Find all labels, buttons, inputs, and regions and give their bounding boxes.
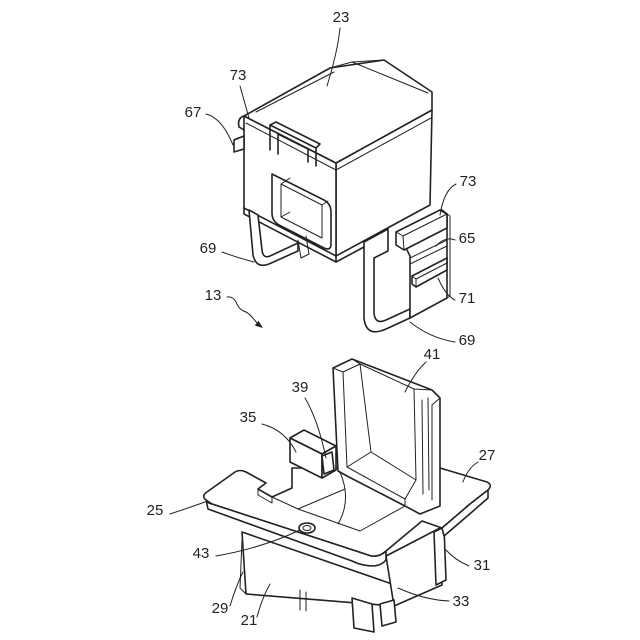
assembly-arrow [227, 297, 263, 328]
leader-line [206, 114, 233, 145]
reference-numeral-69-left: 69 [200, 240, 217, 257]
arrow-shaft [227, 297, 257, 323]
reference-numeral-33: 33 [453, 593, 470, 610]
reference-numeral-67: 67 [185, 104, 202, 121]
reference-numeral-71: 71 [459, 290, 476, 307]
reference-numeral-69-right: 69 [459, 332, 476, 349]
reference-numeral-41: 41 [424, 346, 441, 363]
leader-line [222, 252, 254, 262]
upper-side-knob [234, 136, 244, 152]
upper-top-tab [239, 116, 244, 130]
leader-line [170, 502, 205, 514]
reference-numeral-27: 27 [479, 447, 496, 464]
lower-slot-lip [322, 452, 334, 474]
reference-numeral-73-right: 73 [460, 173, 477, 190]
reference-numeral-21: 21 [241, 612, 258, 629]
leader-line [240, 86, 249, 118]
reference-numeral-35: 35 [240, 409, 257, 426]
lower-leg-front [352, 598, 374, 632]
lower-leg-rear [380, 600, 396, 626]
reference-numeral-13: 13 [205, 287, 222, 304]
reference-numeral-31: 31 [474, 557, 491, 574]
reference-numeral-39: 39 [292, 379, 309, 396]
reference-numeral-43: 43 [193, 545, 210, 562]
reference-numeral-23: 23 [333, 9, 350, 26]
reference-numeral-25: 25 [147, 502, 164, 519]
reference-numeral-29: 29 [212, 600, 229, 617]
leader-line [410, 322, 455, 342]
reference-numeral-73-upper: 73 [230, 67, 247, 84]
leader-line [446, 550, 469, 566]
reference-numeral-65: 65 [459, 230, 476, 247]
lower-base [204, 359, 491, 632]
